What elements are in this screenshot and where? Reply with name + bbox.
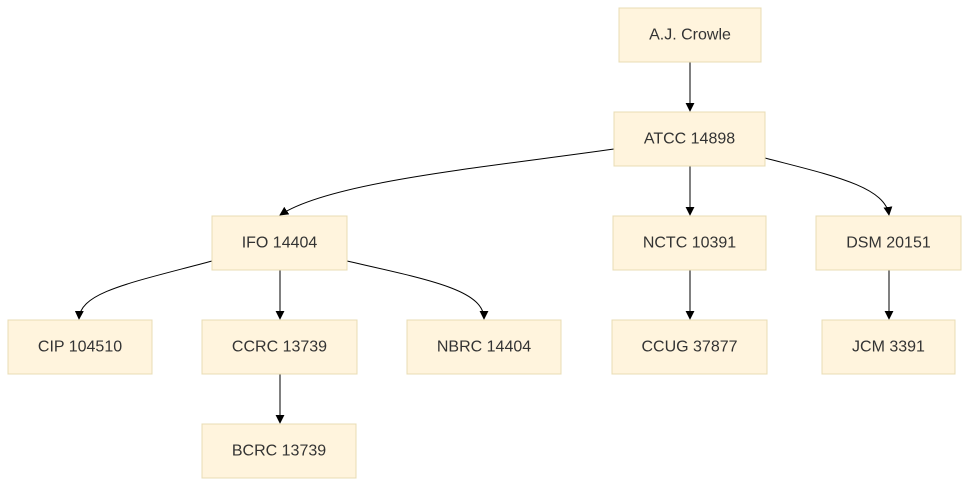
node-box (612, 215, 767, 271)
node-box (211, 215, 348, 271)
node-label: NBRC 14404 (437, 339, 531, 356)
node-dsm: DSM 20151 (815, 215, 962, 271)
edge-ifo-nbrc (346, 260, 489, 320)
edge-ifo-cip (74, 260, 213, 320)
node-label: CCRC 13739 (232, 339, 327, 356)
node-box (406, 319, 562, 375)
node-box (821, 319, 956, 375)
node-ccrc: CCRC 13739 (201, 319, 358, 375)
node-box (7, 319, 153, 375)
edge-atcc-ifo (279, 148, 615, 216)
node-crowle: A.J. Crowle (618, 7, 762, 63)
node-nbrc: NBRC 14404 (406, 319, 562, 375)
node-atcc: ATCC 14898 (613, 111, 766, 167)
node-label: ATCC 14898 (644, 131, 735, 148)
node-box (815, 215, 962, 271)
edge-atcc-dsm (764, 157, 893, 216)
node-ccug: CCUG 37877 (611, 319, 768, 375)
node-label: NCTC 10391 (643, 235, 736, 252)
node-label: BCRC 13739 (232, 443, 326, 460)
node-label: CCUG 37877 (641, 339, 737, 356)
node-box (618, 7, 762, 63)
node-box (201, 423, 357, 479)
node-nctc: NCTC 10391 (612, 215, 767, 271)
node-label: DSM 20151 (846, 235, 931, 252)
node-label: A.J. Crowle (649, 27, 731, 44)
node-box (613, 111, 766, 167)
node-box (201, 319, 358, 375)
node-jcm: JCM 3391 (821, 319, 956, 375)
node-label: IFO 14404 (242, 235, 318, 252)
node-bcrc: BCRC 13739 (201, 423, 357, 479)
node-ifo: IFO 14404 (211, 215, 348, 271)
node-label: CIP 104510 (38, 339, 122, 356)
node-cip: CIP 104510 (7, 319, 153, 375)
node-box (611, 319, 768, 375)
node-label: JCM 3391 (852, 339, 925, 356)
edges-layer (74, 62, 894, 424)
